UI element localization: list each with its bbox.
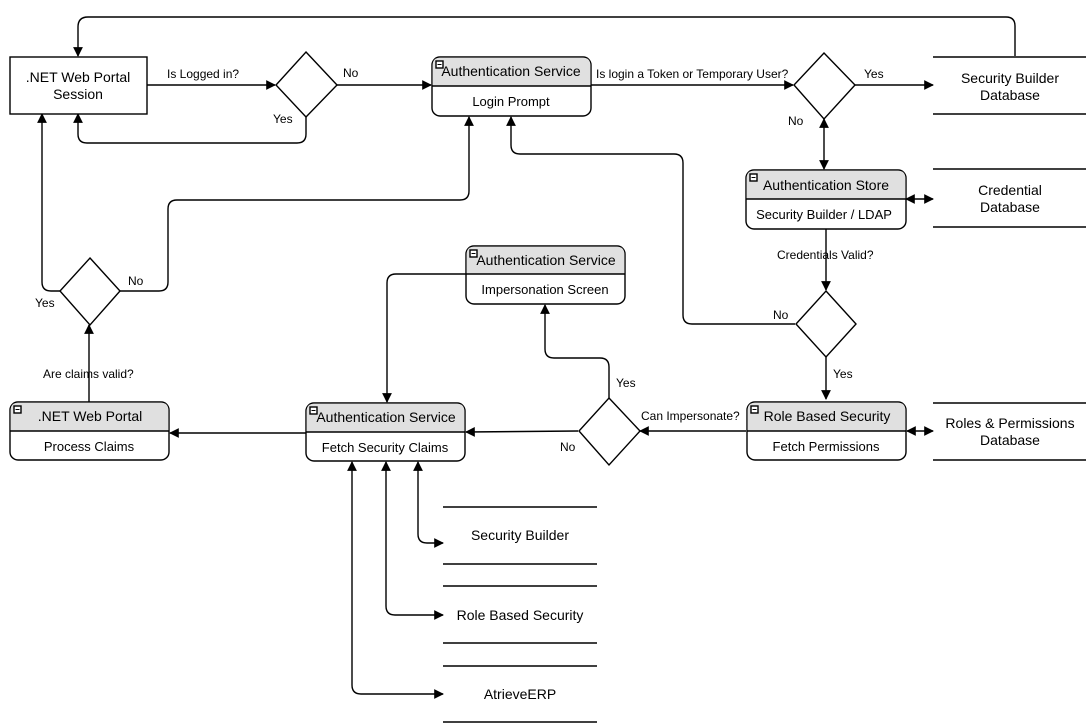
label-no-impersonate: No <box>560 440 576 454</box>
auth-fetch-title: Authentication Service <box>316 409 456 425</box>
edge-fetch-security-builder <box>413 461 444 548</box>
portal-session-line1: .NET Web Portal <box>26 69 131 85</box>
connectors <box>37 16 1016 699</box>
store-role-based-security: Role Based Security <box>443 585 597 644</box>
auth-impersonation-title: Authentication Service <box>476 252 616 268</box>
edge-fetch-atrieve <box>347 461 444 699</box>
edge-impersonation-to-fetch <box>382 273 466 403</box>
roles-db-line1: Roles & Permissions <box>945 415 1074 431</box>
label-yes-claims: Yes <box>35 296 55 310</box>
label-yes-credentials: Yes <box>833 367 853 381</box>
node-auth-fetch: Authentication Service Fetch Security Cl… <box>305 402 466 462</box>
node-portal-session: .NET Web Portal Session <box>9 56 148 115</box>
label-no-claims: No <box>128 274 144 288</box>
edge-fetch-role-based <box>381 461 444 620</box>
edge-logged-in-yes <box>73 113 307 144</box>
node-auth-store: Authentication Store Security Builder / … <box>745 169 907 230</box>
auth-fetch-sub: Fetch Security Claims <box>322 440 449 455</box>
credential-db-line1: Credential <box>978 182 1042 198</box>
auth-store-title: Authentication Store <box>763 177 889 193</box>
roles-db-line2: Database <box>980 432 1040 448</box>
edge-labels: Is Logged in? No Yes Is login a Token or… <box>35 66 884 454</box>
decision-claims <box>59 256 121 327</box>
label-is-logged-in: Is Logged in? <box>167 67 239 81</box>
label-token-question: Is login a Token or Temporary User? <box>596 67 789 81</box>
decision-impersonate <box>578 396 641 467</box>
edge-credentials-no <box>506 116 795 325</box>
store-sb-database: Security Builder Database <box>933 56 1086 115</box>
role-based-security-label: Role Based Security <box>457 607 584 623</box>
store-credential-db: Credential Database <box>933 168 1086 228</box>
auth-login-title: Authentication Service <box>441 63 581 79</box>
credential-db-line2: Database <box>980 199 1040 215</box>
node-auth-login: Authentication Service Login Prompt <box>431 56 592 117</box>
label-yes-logged-in: Yes <box>273 112 293 126</box>
label-credentials-valid: Credentials Valid? <box>777 248 874 262</box>
edge-sbdb-to-session <box>73 16 1016 57</box>
sb-database-line1: Security Builder <box>961 70 1059 86</box>
store-atrieve: AtrieveERP <box>443 665 597 723</box>
edge-claims-no <box>120 116 474 292</box>
store-roles-db: Roles & Permissions Database <box>933 402 1086 461</box>
rbs-fetch-title: Role Based Security <box>764 408 891 424</box>
label-no-token: No <box>788 114 804 128</box>
auth-login-sub: Login Prompt <box>472 94 550 109</box>
edge-impersonate-yes <box>540 304 610 398</box>
edge-impersonate-no <box>465 427 579 437</box>
label-can-impersonate: Can Impersonate? <box>641 409 740 423</box>
auth-store-sub: Security Builder / LDAP <box>756 207 892 222</box>
atrieve-label: AtrieveERP <box>484 686 556 702</box>
decision-token <box>793 51 856 121</box>
node-portal-process: .NET Web Portal Process Claims <box>9 401 170 461</box>
node-rbs-fetch: Role Based Security Fetch Permissions <box>746 401 907 461</box>
decision-logged-in <box>275 50 338 119</box>
decisions <box>59 50 857 467</box>
label-no-logged-in: No <box>343 66 359 80</box>
label-yes-impersonate: Yes <box>616 376 636 390</box>
label-no-credentials: No <box>773 308 789 322</box>
security-builder-label: Security Builder <box>471 527 569 543</box>
portal-process-title: .NET Web Portal <box>38 408 143 424</box>
decision-credentials <box>795 289 857 359</box>
rbs-fetch-sub: Fetch Permissions <box>773 439 880 454</box>
auth-impersonation-sub: Impersonation Screen <box>481 282 608 297</box>
node-auth-impersonation: Authentication Service Impersonation Scr… <box>465 245 626 305</box>
label-yes-token: Yes <box>864 67 884 81</box>
sb-database-line2: Database <box>980 87 1040 103</box>
label-claims-valid: Are claims valid? <box>43 367 134 381</box>
store-security-builder: Security Builder <box>443 506 597 565</box>
portal-process-sub: Process Claims <box>44 439 135 454</box>
edge-claims-yes <box>37 113 60 292</box>
portal-session-line2: Session <box>53 86 103 102</box>
